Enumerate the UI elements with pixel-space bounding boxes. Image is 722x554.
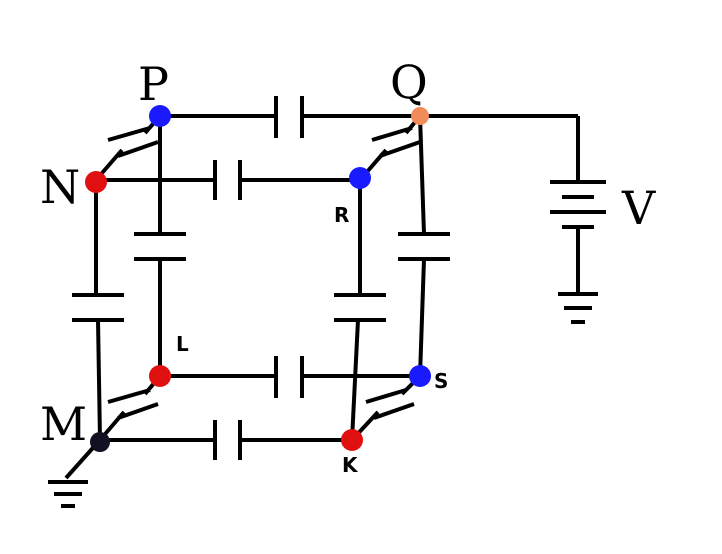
node-L <box>149 365 171 387</box>
edge-P-Q <box>160 96 420 138</box>
node-S <box>409 365 431 387</box>
node-N <box>85 171 107 193</box>
label-S: S <box>434 369 448 393</box>
node-P <box>149 105 171 127</box>
label-N: N <box>40 160 80 214</box>
label-R: R <box>334 203 349 227</box>
edge-N-P <box>94 114 162 182</box>
label-Q: Q <box>390 55 428 109</box>
node-Q <box>411 107 429 125</box>
label-L: L <box>176 332 189 356</box>
battery-ground-icon <box>558 292 598 324</box>
node-R <box>349 167 371 189</box>
edge-L-S <box>160 356 420 398</box>
edge-Q-S <box>398 115 450 377</box>
label-V: V <box>621 181 656 235</box>
label-M: M <box>40 397 87 451</box>
label-P: P <box>138 57 169 111</box>
edge-N-M <box>72 180 124 441</box>
node-M <box>90 432 110 452</box>
edge-R-Q <box>358 114 422 182</box>
battery-branch <box>420 114 606 294</box>
node-K <box>341 429 363 451</box>
edge-K-S <box>350 374 422 442</box>
edge-M-K <box>100 420 352 460</box>
edge-P-L <box>134 116 186 376</box>
edge-R-K <box>334 180 386 441</box>
edge-M-L <box>98 374 162 442</box>
label-K: K <box>342 453 359 477</box>
edge-N-R <box>96 160 360 200</box>
